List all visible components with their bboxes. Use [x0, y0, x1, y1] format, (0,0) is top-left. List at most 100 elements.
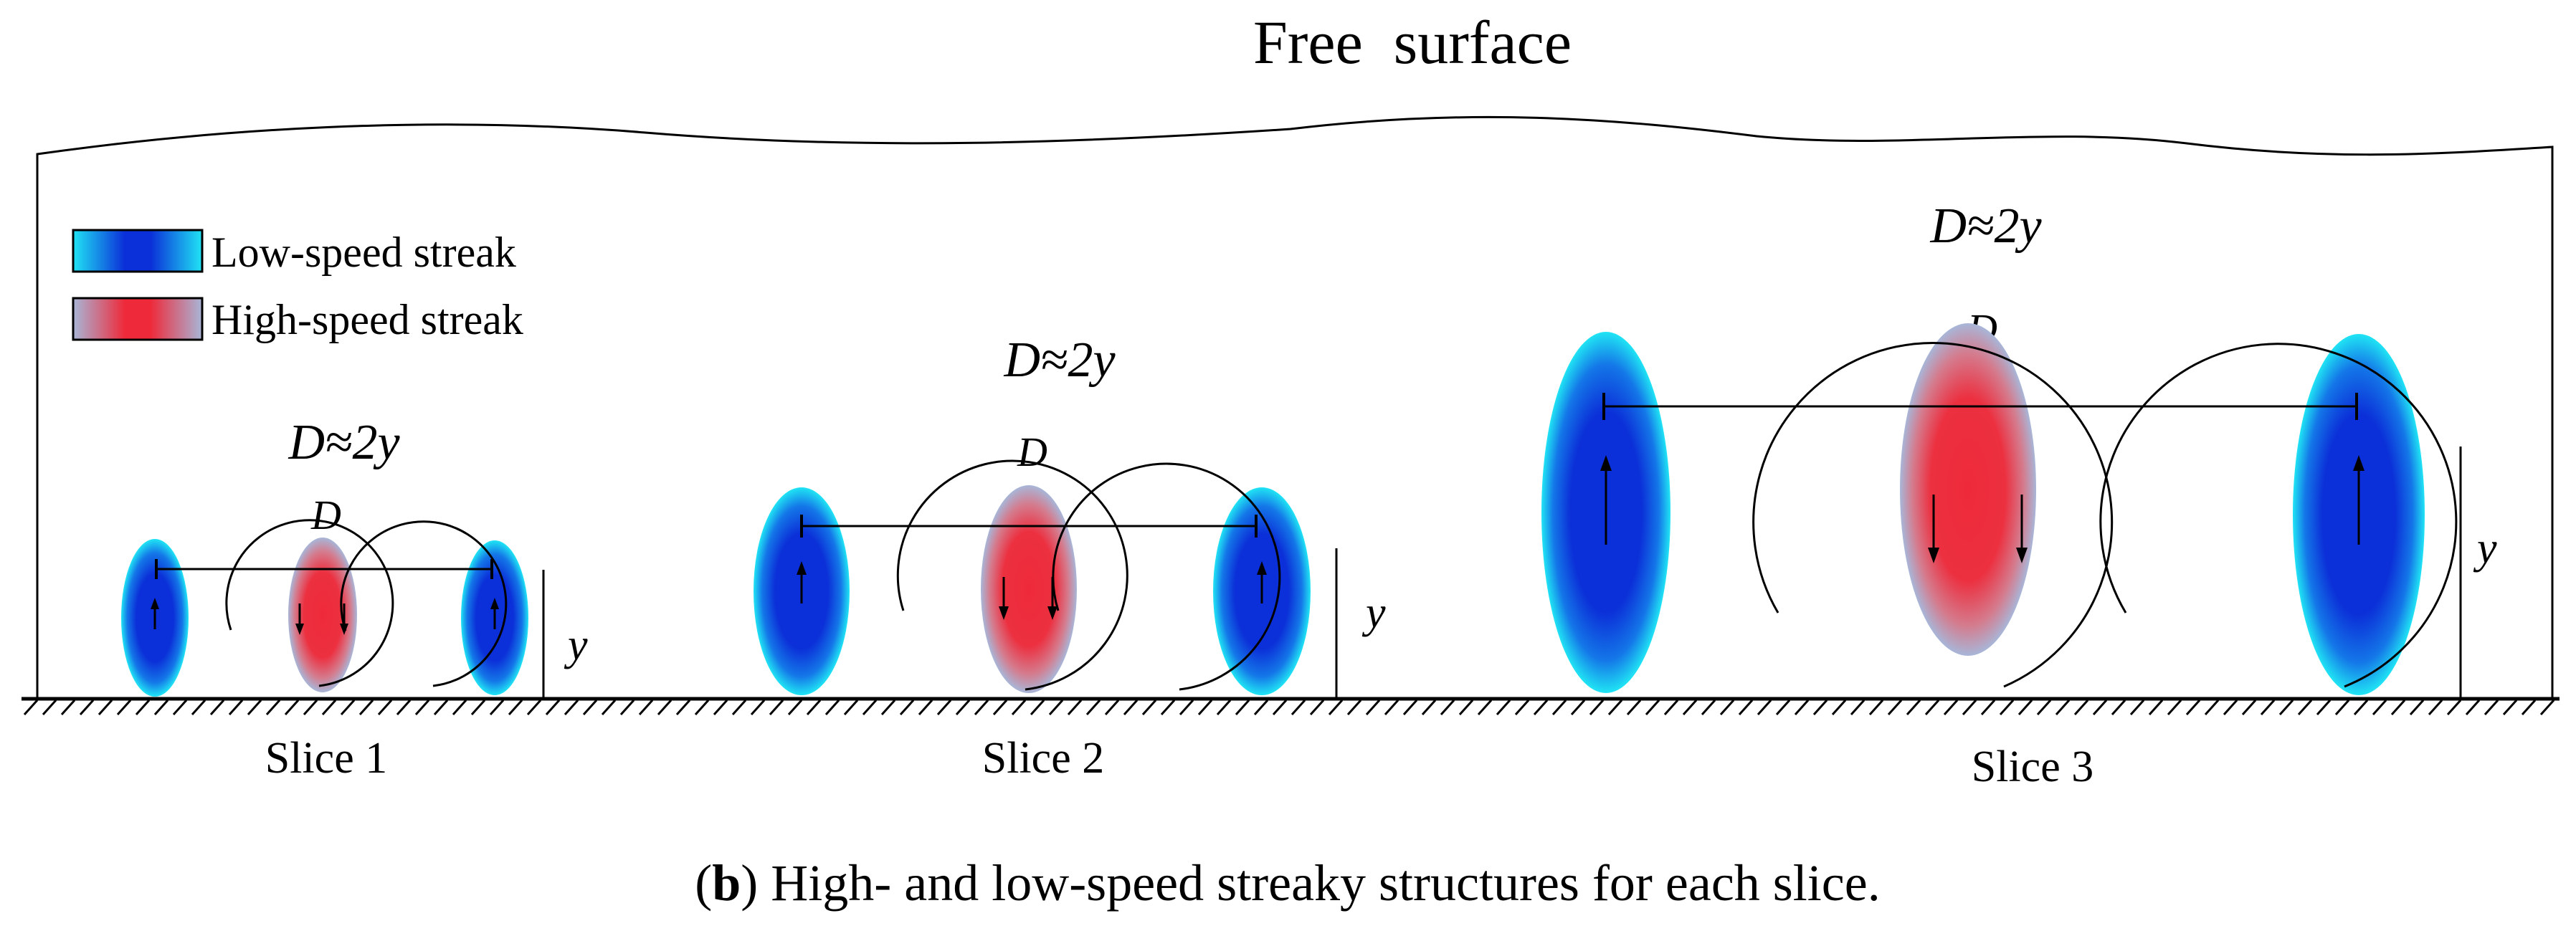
hatch-mark [601, 699, 617, 716]
hatch-mark [2539, 699, 2555, 716]
hatch-mark [619, 699, 635, 716]
hatch-mark [1980, 699, 1996, 716]
hatch-mark [1514, 699, 1530, 716]
hatch-mark [769, 699, 784, 716]
caption-bold: b [712, 854, 741, 912]
hatch-mark [1328, 699, 1344, 716]
legend-high-swatch [72, 297, 204, 341]
hatch-mark [1104, 699, 1120, 716]
hatch-mark [2148, 699, 2164, 716]
slice-3: D≈2y D y Slice 3 [1541, 199, 2497, 791]
hatch-mark [396, 699, 412, 716]
hatch-mark [675, 699, 691, 716]
hatch-mark [42, 699, 57, 716]
hatch-mark [2353, 699, 2369, 716]
hatch-mark [172, 699, 188, 716]
hatch-mark [470, 699, 486, 716]
high-speed-streak [288, 538, 357, 692]
flow-arrow-up [1600, 455, 1612, 545]
hatch-mark [843, 699, 859, 716]
hatch-mark [1701, 699, 1716, 716]
slice-2-d-label: D [1017, 429, 1047, 475]
hatch-mark [1794, 699, 1810, 716]
hatch-mark [1477, 699, 1493, 716]
ground-hatching [23, 699, 2555, 716]
flow-arrow-down [999, 577, 1009, 620]
flow-arrow-up [151, 598, 159, 629]
hatch-mark [489, 699, 505, 716]
hatch-mark [508, 699, 523, 716]
hatch-mark [2484, 699, 2499, 716]
hatch-mark [1775, 699, 1791, 716]
hatch-mark [1924, 699, 1940, 716]
hatch-mark [433, 699, 449, 716]
hatch-mark [2017, 699, 2033, 716]
slice-1-formula: D≈2y [287, 415, 400, 470]
hatch-mark [1272, 699, 1288, 716]
hatch-mark [191, 699, 206, 716]
hatch-mark [582, 699, 598, 716]
flow-arrow-up [2353, 455, 2364, 545]
hatch-mark [2390, 699, 2406, 716]
hatch-mark [209, 699, 225, 716]
hatch-mark [2446, 699, 2462, 716]
hatch-mark [918, 699, 933, 716]
hatch-mark [1757, 699, 1772, 716]
free-surface-boundary [36, 115, 2554, 699]
slice-3-formula: D≈2y [1929, 199, 2042, 254]
figure-caption: (b) High- and low-speed streaky structur… [695, 854, 1880, 912]
hatch-mark [1682, 699, 1698, 716]
vortex-left [1752, 342, 2114, 688]
hatch-mark [731, 699, 747, 716]
hatch-mark [1738, 699, 1754, 716]
hatch-mark [1179, 699, 1194, 716]
hatch-mark [2521, 699, 2537, 716]
high-speed-streak [1900, 323, 2036, 656]
slice-2-label: Slice 2 [982, 734, 1104, 783]
slice-2-y-label: y [1361, 588, 1386, 637]
hatch-mark [1570, 699, 1586, 716]
flow-arrow-down [1047, 577, 1058, 620]
caption-rest: ) High- and low-speed streaky structures… [741, 854, 1880, 912]
flow-arrow-down [340, 603, 348, 635]
hatch-mark [135, 699, 151, 716]
hatch-mark [1887, 699, 1903, 716]
hatch-mark [1458, 699, 1474, 716]
hatch-mark [1291, 699, 1306, 716]
hatch-mark [1831, 699, 1847, 716]
hatch-mark [2223, 699, 2238, 716]
hatch-mark [116, 699, 132, 716]
hatch-mark [1589, 699, 1605, 716]
slice-1-label: Slice 1 [265, 734, 387, 783]
hatch-mark [1943, 699, 1959, 716]
hatch-mark [265, 699, 281, 716]
hatch-mark [880, 699, 896, 716]
slice-3-label: Slice 3 [1972, 743, 2093, 791]
slice-2-formula: D≈2y [1003, 333, 1116, 388]
hatch-mark [1421, 699, 1437, 716]
legend-low-label: Low-speed streak [212, 229, 516, 276]
hatch-mark [862, 699, 878, 716]
hatch-mark [806, 699, 822, 716]
hatch-mark [2409, 699, 2425, 716]
slice-2: D≈2y D y Slice 2 [754, 333, 1386, 783]
hatch-mark [974, 699, 989, 716]
hatch-mark [1011, 699, 1027, 716]
hatch-mark [2185, 699, 2201, 716]
hatch-mark [1048, 699, 1064, 716]
hatch-mark [2297, 699, 2313, 716]
hatch-mark [2092, 699, 2108, 716]
hatch-mark [545, 699, 561, 716]
vortex-right [2099, 343, 2458, 688]
legend-low-swatch [72, 229, 204, 273]
hatch-mark [955, 699, 971, 716]
hatch-mark [1384, 699, 1399, 716]
flow-arrow-down [295, 603, 304, 635]
hatch-mark [787, 699, 803, 716]
vortex-left [896, 459, 1128, 691]
hatch-mark [1197, 699, 1213, 716]
slice-1-d-label: D [310, 492, 341, 538]
slice-3-y-label: y [2473, 524, 2497, 573]
hatch-mark [1551, 699, 1567, 716]
